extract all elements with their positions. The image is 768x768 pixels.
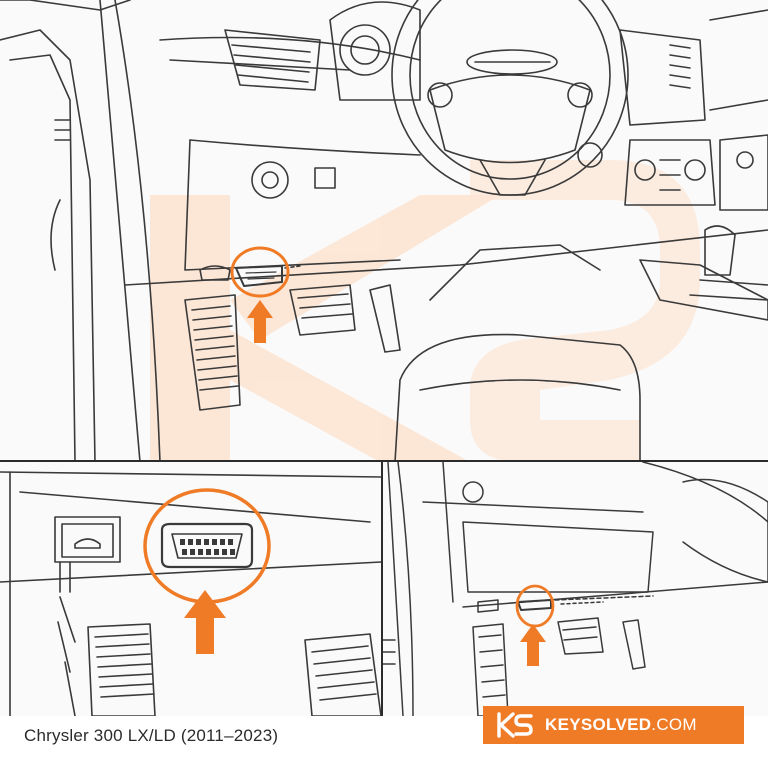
obd-highlight-small-icon <box>515 584 555 628</box>
brand-banner[interactable]: KEYSOLVED.COM <box>483 706 744 744</box>
climate-controls <box>624 139 716 206</box>
panel-divider-horizontal <box>0 460 768 462</box>
gear-shifter <box>704 225 736 276</box>
gas-pedal-small <box>622 619 646 670</box>
hood-release-handle <box>54 516 121 563</box>
up-arrow-closeup-icon <box>184 590 226 654</box>
dash-top <box>159 36 421 61</box>
up-arrow-small-icon <box>520 624 546 666</box>
up-arrow-icon <box>247 300 273 343</box>
headlight-switch <box>251 161 289 199</box>
connector-closeup-panel <box>0 462 381 716</box>
knee-panel <box>184 139 401 271</box>
hand-reaching <box>682 478 768 583</box>
obd-connector <box>235 265 283 287</box>
brand-domain: .COM <box>651 715 697 734</box>
glovebox-lower-dash <box>462 521 654 593</box>
wide-context-panel <box>383 462 768 716</box>
brand-name: KEYSOLVED <box>545 715 652 734</box>
gas-pedal <box>369 284 401 353</box>
footrest-closeup <box>87 623 156 716</box>
steering-wheel <box>391 0 629 196</box>
ks-logo-icon <box>497 712 533 738</box>
obd-highlight-icon <box>230 246 290 298</box>
hood-release-lever <box>199 265 231 281</box>
ks-watermark-icon <box>150 160 700 462</box>
brake-pedal <box>289 284 356 336</box>
obd-connector-closeup <box>160 522 254 569</box>
dashboard-overview-panel <box>0 0 768 462</box>
brake-pedal-small <box>557 617 604 655</box>
dashboard-illustration <box>0 0 768 462</box>
air-vent-left <box>224 29 321 91</box>
footrest-pedal <box>184 294 241 411</box>
obd-connector-small <box>517 599 552 611</box>
driver-seat <box>394 333 641 462</box>
obd-highlight-closeup-icon <box>143 488 271 604</box>
gauge-cluster <box>329 1 421 101</box>
panel-divider-vertical <box>381 460 383 716</box>
hood-release-small <box>477 599 499 613</box>
wide-context-illustration <box>383 462 768 716</box>
infotainment-screen <box>619 29 706 126</box>
brake-pedal-closeup <box>304 633 381 716</box>
door-pillar <box>0 29 96 462</box>
footrest-small <box>472 623 509 716</box>
brand-wordmark: KEYSOLVED.COM <box>545 715 697 735</box>
vehicle-caption: Chrysler 300 LX/LD (2011–2023) <box>24 726 279 745</box>
connector-closeup-illustration <box>0 471 381 716</box>
